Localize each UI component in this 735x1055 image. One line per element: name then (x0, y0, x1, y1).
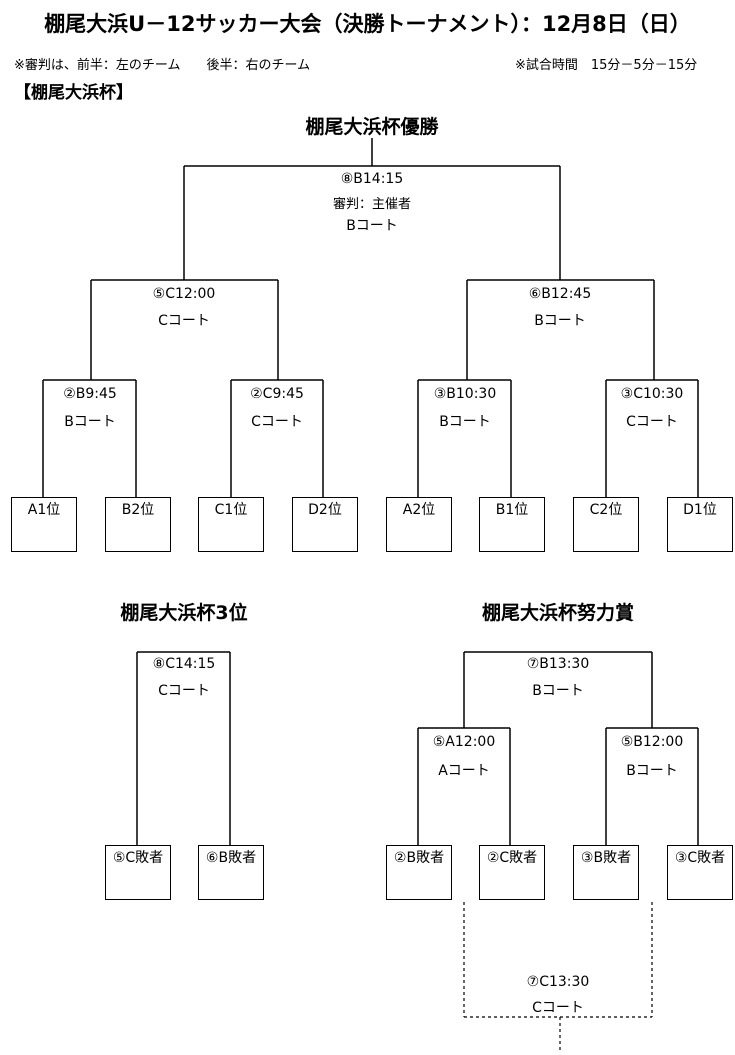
team-box-6b-loser: ⑥B敗者 (198, 845, 264, 900)
section-label: 【棚尾大浜杯】 (14, 83, 133, 103)
qf4-time: ③C10:30 (620, 386, 684, 402)
third-place-time: ⑧C14:15 (152, 656, 216, 672)
third-place-heading: 棚尾大浜杯3位 (120, 602, 248, 624)
effort-semi-right-court: Bコート (626, 763, 678, 779)
team-box-d2: D2位 (292, 497, 358, 552)
qf4-court: Cコート (626, 414, 678, 430)
qf2-court: Cコート (251, 414, 303, 430)
match-time-note: ※試合時間 15分－5分－15分 (515, 58, 698, 73)
team-box-b2: B2位 (105, 497, 171, 552)
team-box-a2: A2位 (386, 497, 452, 552)
effort-semi-left-court: Aコート (438, 763, 490, 779)
team-box-2b-loser: ②B敗者 (386, 845, 452, 900)
effort-semi-right-time: ⑤B12:00 (620, 734, 684, 750)
team-box-d1: D1位 (667, 497, 733, 552)
final-time: ⑧B14:15 (340, 171, 404, 187)
team-box-3b-loser: ③B敗者 (573, 845, 639, 900)
effort-extra-time: ⑦C13:30 (526, 974, 590, 990)
team-box-2c-loser: ②C敗者 (479, 845, 545, 900)
semi-right-time: ⑥B12:45 (528, 286, 592, 302)
page-title: 棚尾大浜U－12サッカー大会（決勝トーナメント）：12月8日（日） (44, 12, 691, 36)
team-box-a1: A1位 (11, 497, 77, 552)
effort-final-time: ⑦B13:30 (526, 656, 590, 672)
final-court: Bコート (346, 218, 398, 234)
effort-semi-left-time: ⑤A12:00 (432, 734, 496, 750)
qf3-court: Bコート (439, 414, 491, 430)
team-box-c1: C1位 (198, 497, 264, 552)
effort-final-court: Bコート (532, 683, 584, 699)
qf3-time: ③B10:30 (433, 386, 497, 402)
third-place-court: Cコート (158, 683, 210, 699)
effort-award-heading: 棚尾大浜杯努力賞 (481, 602, 635, 624)
team-box-5c-loser: ⑤C敗者 (105, 845, 171, 900)
team-box-c2: C2位 (573, 497, 639, 552)
team-box-3c-loser: ③C敗者 (667, 845, 733, 900)
referee-note: ※審判は、前半：左のチーム 後半：右のチーム (14, 58, 311, 73)
qf1-court: Bコート (64, 414, 116, 430)
team-box-b1: B1位 (479, 497, 545, 552)
qf2-time: ②C9:45 (250, 386, 304, 402)
semi-right-court: Bコート (534, 313, 586, 329)
final-referee: 審判：主催者 (332, 197, 412, 212)
effort-extra-court: Cコート (532, 1000, 584, 1016)
qf1-time: ②B9:45 (63, 386, 117, 402)
semi-left-court: Cコート (158, 313, 210, 329)
cup-heading: 棚尾大浜杯優勝 (305, 116, 439, 138)
semi-left-time: ⑤C12:00 (152, 286, 216, 302)
